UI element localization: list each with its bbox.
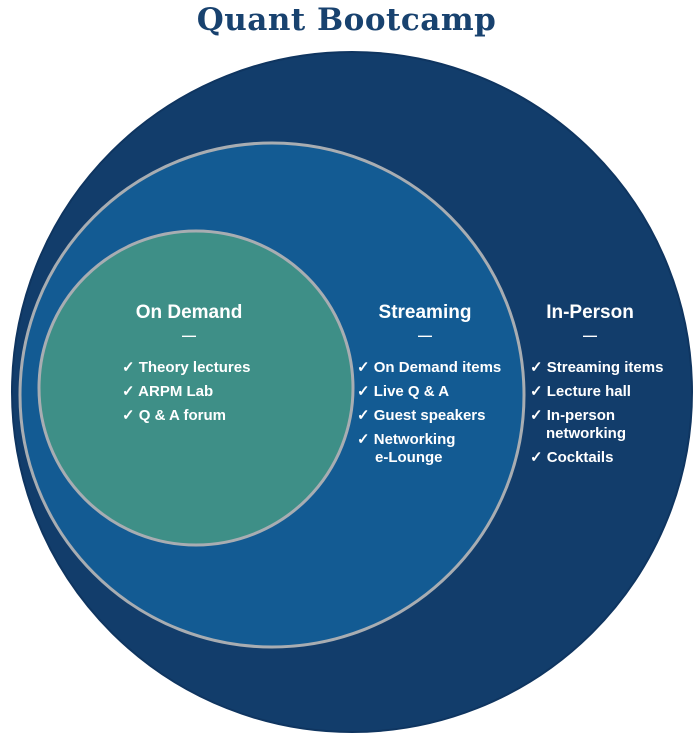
streaming-label: Streaming xyxy=(379,302,472,323)
in-person-item: ✓ Streaming items xyxy=(530,359,663,376)
in-person-item: ✓ Cocktails xyxy=(530,449,613,466)
on-demand-item: ✓ Q & A forum xyxy=(122,407,226,424)
on-demand-item: ✓ Theory lectures xyxy=(122,359,250,376)
on-demand-divider: — xyxy=(182,327,196,343)
in-person-divider: — xyxy=(583,327,597,343)
in-person-label: In-Person xyxy=(546,302,634,323)
streaming-item: ✓ Networking xyxy=(357,431,455,448)
streaming-item: e-Lounge xyxy=(375,449,443,466)
on-demand-item: ✓ ARPM Lab xyxy=(122,383,213,400)
diagram-title: Quant Bootcamp xyxy=(196,2,497,38)
in-person-item: ✓ In-person xyxy=(530,407,615,424)
streaming-item: ✓ Guest speakers xyxy=(357,407,485,424)
streaming-item: ✓ Live Q & A xyxy=(357,383,449,400)
in-person-item: ✓ Lecture hall xyxy=(530,383,631,400)
streaming-item: ✓ On Demand items xyxy=(357,359,501,376)
in-person-item: networking xyxy=(546,425,626,442)
on-demand-circle xyxy=(37,229,355,547)
on-demand-label: On Demand xyxy=(136,302,243,323)
streaming-divider: — xyxy=(418,327,432,343)
